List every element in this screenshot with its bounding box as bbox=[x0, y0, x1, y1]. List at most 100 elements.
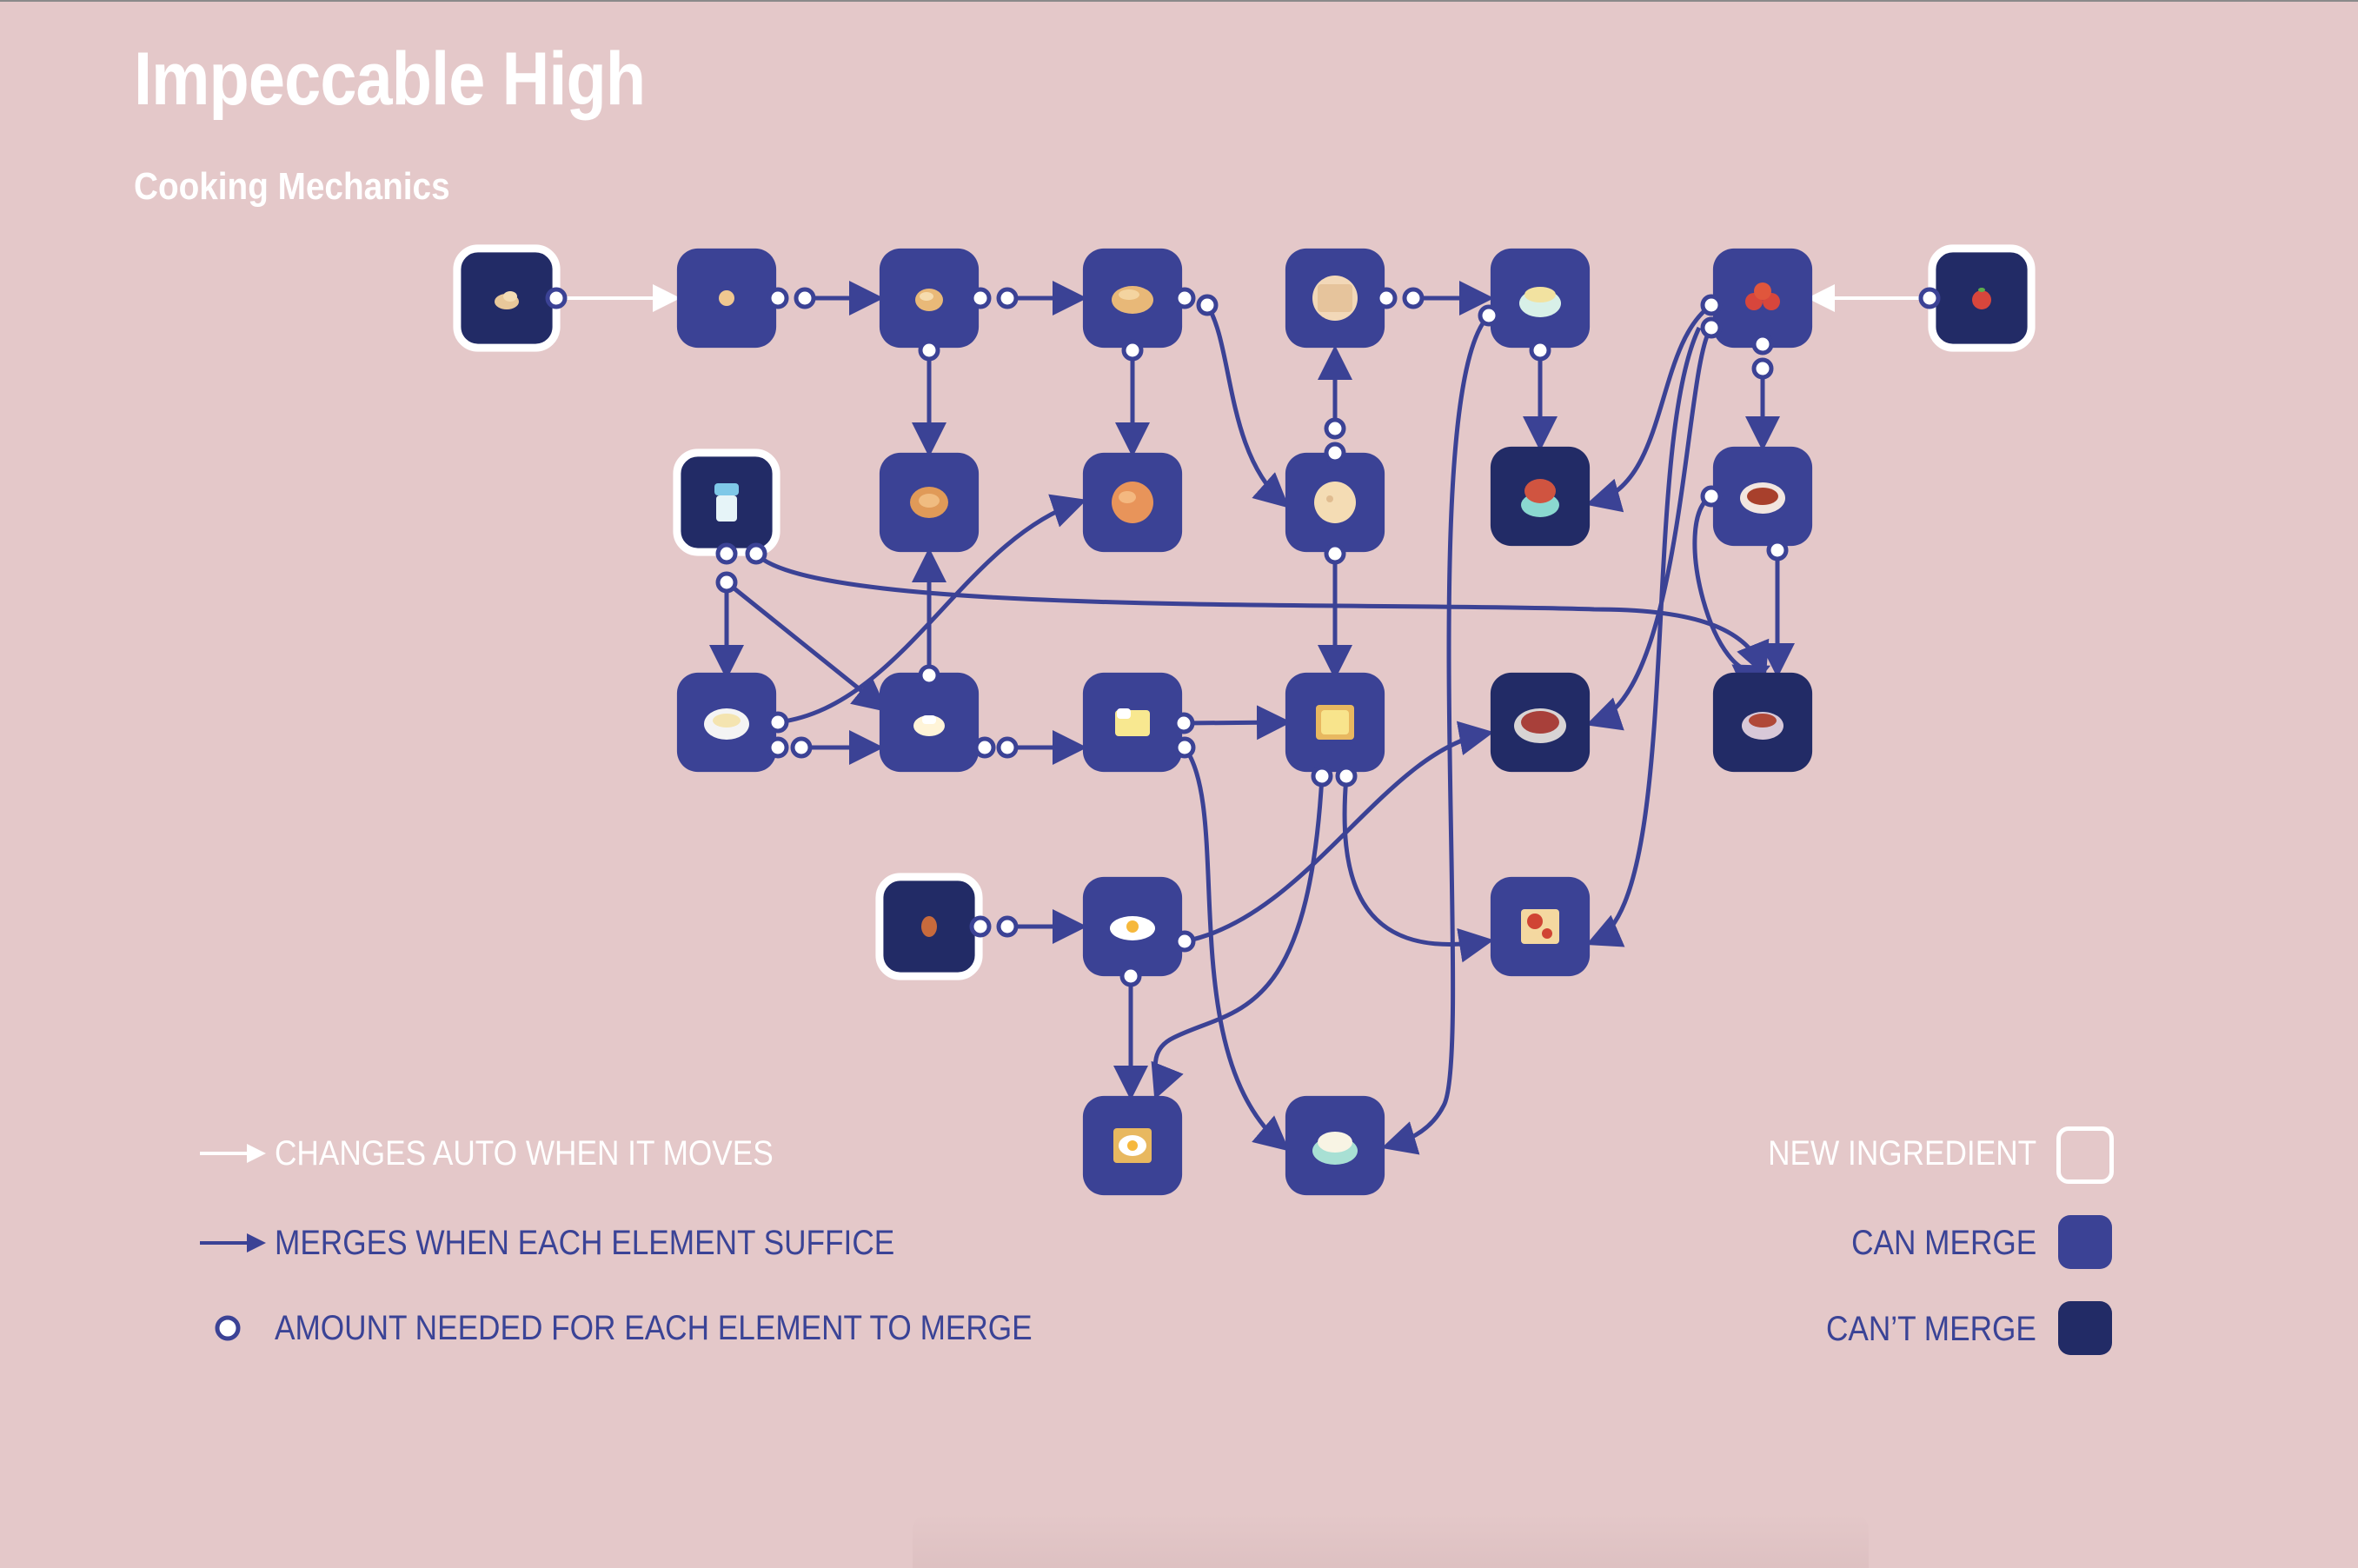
amount-dot bbox=[1751, 357, 1774, 380]
noodle-bowl-icon bbox=[1519, 287, 1561, 317]
fried-egg-icon bbox=[1110, 916, 1155, 940]
page-title: Impeccable High bbox=[134, 37, 646, 121]
merge-arrow bbox=[1381, 314, 1491, 1155]
amount-dot bbox=[1196, 294, 1219, 316]
legend-new-ingredient-label: NEW INGREDIENT bbox=[1768, 1134, 2036, 1173]
bread-loaf-icon bbox=[1112, 286, 1153, 314]
node-brioche bbox=[1082, 452, 1183, 553]
dough-icon bbox=[495, 291, 519, 309]
amount-dot bbox=[1402, 287, 1425, 309]
merge-arrow bbox=[1342, 775, 1494, 963]
amount-dot bbox=[1700, 485, 1723, 508]
toast-icon bbox=[1316, 705, 1354, 740]
amount-dot bbox=[715, 571, 738, 594]
merge-arrow bbox=[1151, 775, 1325, 1100]
butter-icon bbox=[913, 715, 945, 736]
node-tomatoes bbox=[1712, 248, 1813, 349]
node-cheese bbox=[1082, 672, 1183, 773]
legend-amount-label: AMOUNT NEEDED FOR EACH ELEMENT TO MERGE bbox=[275, 1309, 1033, 1347]
node-noodles bbox=[1285, 248, 1385, 349]
node-flatbread bbox=[1285, 452, 1385, 553]
merge-arrow bbox=[1205, 303, 1290, 508]
amount-dot bbox=[1311, 765, 1333, 787]
node-croissant bbox=[879, 452, 980, 553]
node-toast bbox=[1285, 672, 1385, 773]
amount-dot bbox=[1172, 712, 1195, 734]
dough-ball-icon bbox=[719, 290, 734, 306]
nodes-layer bbox=[453, 244, 2036, 1196]
amount-dot bbox=[1121, 339, 1144, 362]
node-butter bbox=[879, 672, 980, 773]
merge-arrow bbox=[1184, 721, 1494, 944]
amount-dot bbox=[1700, 316, 1723, 339]
amount-dot bbox=[1375, 287, 1398, 309]
amount-dot bbox=[1335, 765, 1358, 787]
cheese-icon bbox=[1115, 708, 1150, 736]
amount-dot bbox=[996, 915, 1019, 938]
node-bun bbox=[879, 248, 980, 349]
amount-dot bbox=[745, 542, 767, 565]
cream-bowl-icon bbox=[704, 708, 749, 740]
node-milk bbox=[673, 448, 780, 556]
amount-dot bbox=[918, 664, 940, 687]
soup-bowl-icon bbox=[1742, 712, 1783, 740]
amount-dot bbox=[973, 736, 996, 759]
amount-dot bbox=[545, 287, 568, 309]
amount-dot bbox=[969, 287, 992, 309]
amount-dot bbox=[790, 736, 813, 759]
tomatoes-icon bbox=[1745, 282, 1780, 310]
legend-merge-label: MERGES WHEN EACH ELEMENT SUFFICE bbox=[275, 1224, 895, 1262]
brioche-icon bbox=[1112, 482, 1153, 523]
amount-dot bbox=[1918, 287, 1941, 309]
page-subtitle: Cooking Mechanics bbox=[134, 165, 450, 208]
noodles-icon bbox=[1312, 276, 1358, 321]
amount-dot bbox=[715, 542, 738, 565]
croissant-icon bbox=[910, 487, 948, 518]
node-fried-egg bbox=[1082, 876, 1183, 977]
amount-dot bbox=[1324, 542, 1346, 565]
edges-layer bbox=[556, 281, 1930, 1155]
amount-dot bbox=[1700, 294, 1723, 316]
legend-auto-label: CHANGES AUTO WHEN IT MOVES bbox=[275, 1134, 774, 1173]
bottom-shade bbox=[913, 1512, 1869, 1568]
rice-bowl-icon bbox=[1312, 1132, 1358, 1165]
merge-arrow bbox=[1183, 705, 1292, 741]
amount-dot bbox=[767, 736, 789, 759]
node-cream-bowl bbox=[676, 672, 777, 773]
pizza-slice-icon bbox=[1521, 909, 1559, 944]
amount-dot bbox=[996, 287, 1019, 309]
new-ingredient-swatch bbox=[2056, 1126, 2114, 1184]
node-rice-bowl bbox=[1285, 1095, 1385, 1196]
merge-arrow bbox=[725, 581, 888, 713]
amount-dot bbox=[996, 736, 1019, 759]
node-bread-loaf bbox=[1082, 248, 1183, 349]
can-merge-swatch bbox=[2058, 1215, 2112, 1269]
tomato-icon bbox=[1972, 288, 1991, 309]
egg-icon bbox=[921, 916, 937, 937]
node-egg-toast bbox=[1082, 1095, 1183, 1196]
stew-pot-icon bbox=[1514, 708, 1566, 743]
amount-dot bbox=[918, 339, 940, 362]
amount-dot bbox=[969, 915, 992, 938]
merge-arrow bbox=[1585, 326, 1714, 731]
bun-icon bbox=[915, 289, 943, 311]
merge-arrow bbox=[1585, 302, 1713, 513]
tomato-noodles-icon bbox=[1521, 479, 1559, 517]
amount-dot bbox=[1324, 417, 1346, 440]
amount-dot bbox=[1173, 930, 1196, 953]
amount-dot bbox=[1173, 736, 1196, 759]
tomato-soup-icon bbox=[1740, 482, 1785, 514]
node-tomato-soup bbox=[1712, 446, 1813, 547]
amount-dot bbox=[1173, 287, 1196, 309]
amount-dot bbox=[1766, 539, 1789, 561]
node-soup-bowl bbox=[1712, 672, 1813, 773]
merge-arrow-icon bbox=[200, 1233, 266, 1252]
node-pizza-slice bbox=[1490, 876, 1591, 977]
amount-dot bbox=[794, 287, 816, 309]
merge-arrow bbox=[754, 552, 1770, 678]
egg-toast-icon bbox=[1113, 1128, 1152, 1163]
node-dough-ball bbox=[676, 248, 777, 349]
flatbread-icon bbox=[1314, 482, 1356, 523]
node-dough bbox=[453, 244, 561, 352]
